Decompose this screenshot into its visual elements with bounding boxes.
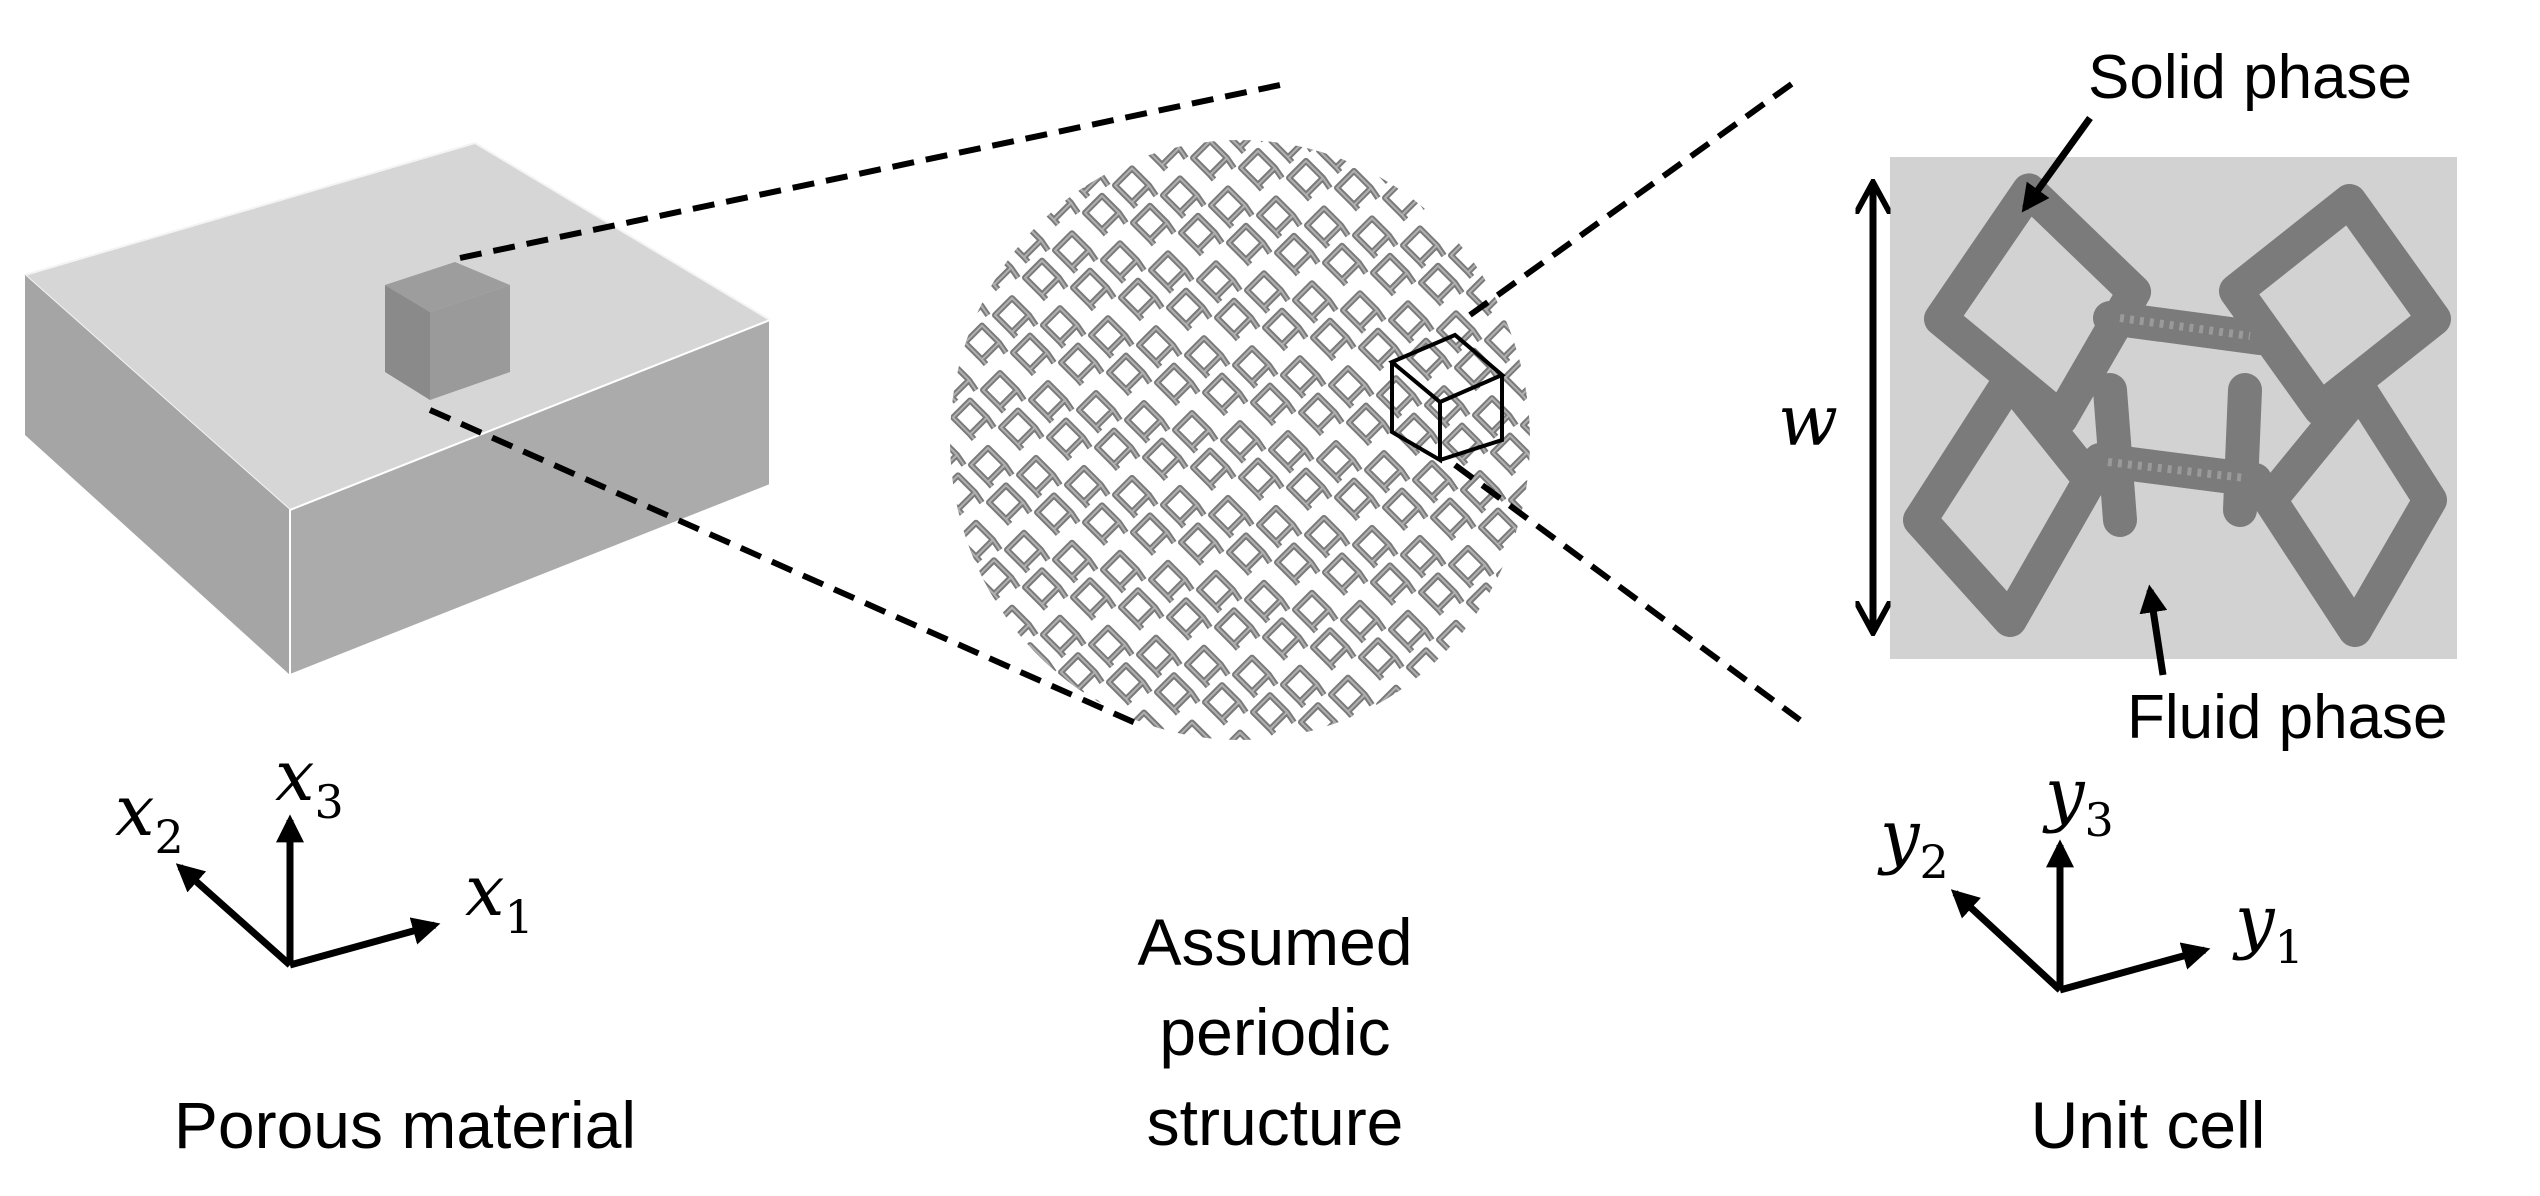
zoom-line-lower-right (1453, 462, 1802, 723)
lattice-strut-highlights (950, 140, 1530, 740)
unit-cell-caption: Unit cell (2031, 1088, 2266, 1162)
block-side-face (289, 318, 771, 677)
sample-cube (385, 262, 510, 400)
lattice-struts (950, 140, 1530, 740)
porous-material-caption: Porous material (174, 1088, 636, 1162)
x-axes: x3 x2 x1 (115, 735, 534, 969)
porous-material-block (22, 141, 773, 677)
zoom-line-lower (428, 407, 1142, 728)
width-label: w (1778, 380, 1838, 462)
solid-phase-label: Solid phase (2088, 43, 2412, 112)
periodic-structure-caption-line-2: periodic (1159, 995, 1390, 1069)
fluid-phase-label: Fluid phase (2127, 683, 2448, 752)
y1-axis-label: y1 (2232, 880, 2304, 974)
fluid-phase-pointer (2139, 584, 2168, 676)
solid-phase-pointer (2021, 115, 2093, 213)
unit-cell-strut-highlights (2107, 314, 2251, 482)
periodic-structure-caption-line-1: Assumed (1137, 905, 1412, 979)
zoom-line-upper-right (1468, 75, 1802, 318)
x3-axis-label: x3 (275, 735, 344, 829)
y3-axis-label: y3 (2042, 753, 2114, 847)
x2-axis-label: x2 (115, 770, 184, 864)
periodic-lattice (950, 140, 1530, 740)
lattice-unit-cube (1388, 332, 1506, 464)
unit-cell-struts (1903, 173, 2452, 647)
x1-axis-label: x1 (465, 850, 534, 944)
unit-cell-image (1890, 157, 2457, 659)
y-axes: y3 y2 y1 (1877, 753, 2304, 994)
y2-axis-label: y2 (1877, 795, 1949, 889)
periodic-structure-caption-line-3: structure (1147, 1085, 1404, 1159)
block-front-face (25, 275, 290, 675)
zoom-line-upper (459, 82, 1281, 261)
